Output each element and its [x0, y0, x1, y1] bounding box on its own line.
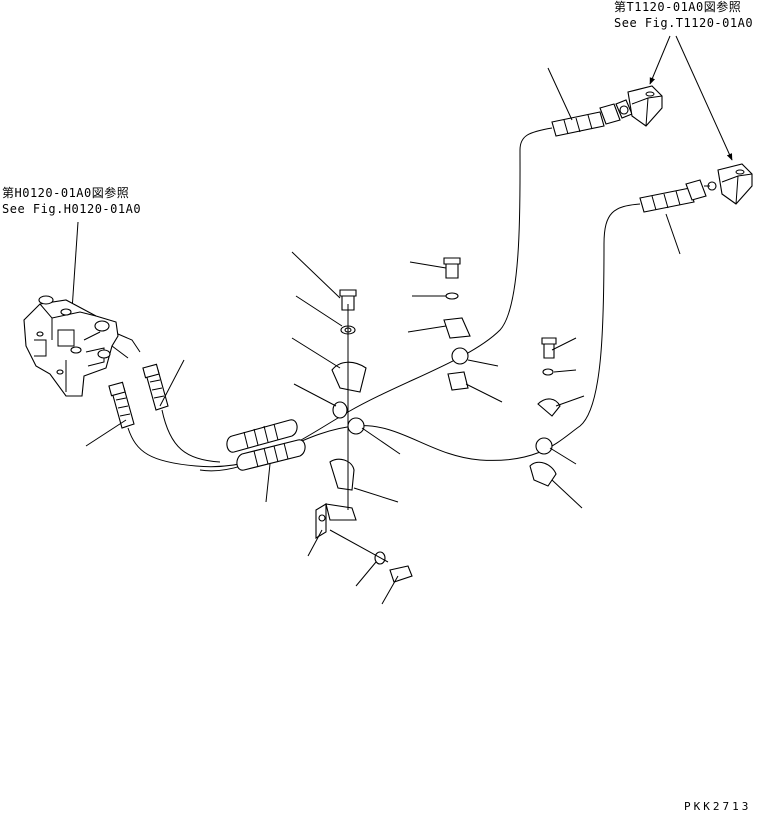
center-clamp-assembly: [316, 290, 412, 582]
hose-lower: [200, 204, 640, 471]
reference-arrow-3: [69, 222, 78, 311]
right-clamp-stack: [444, 258, 470, 390]
hose-upper-parallel: [162, 410, 220, 462]
reference-arrow-2: [676, 36, 732, 161]
hose-fitting-left-a: [109, 382, 134, 428]
far-right-clamp-stack: [530, 338, 560, 486]
leader-lines: [86, 68, 680, 604]
hose-fitting-left-b: [143, 364, 168, 410]
protective-sleeve-lower: [237, 440, 305, 470]
reference-en-t1120: See Fig.T1120-01A0: [614, 16, 754, 30]
hose-upper: [128, 128, 552, 467]
reference-en-h0120: See Fig.H0120-01A0: [2, 202, 142, 216]
reference-arrow-1: [650, 36, 670, 85]
reference-jp-t1120: 第T1120-01A0図参照: [614, 0, 742, 14]
drawing-code: PKK2713: [684, 800, 752, 813]
valve-fitting-top-right-b: [704, 164, 752, 204]
valve-fitting-top-right-a: [620, 86, 662, 126]
hose-fitting-top-right-a: [552, 100, 632, 136]
control-valve-block: [24, 296, 140, 396]
protective-sleeve-upper: [227, 420, 297, 452]
hose-fitting-top-right-b: [640, 180, 706, 212]
reference-jp-h0120: 第H0120-01A0図参照: [2, 186, 130, 200]
